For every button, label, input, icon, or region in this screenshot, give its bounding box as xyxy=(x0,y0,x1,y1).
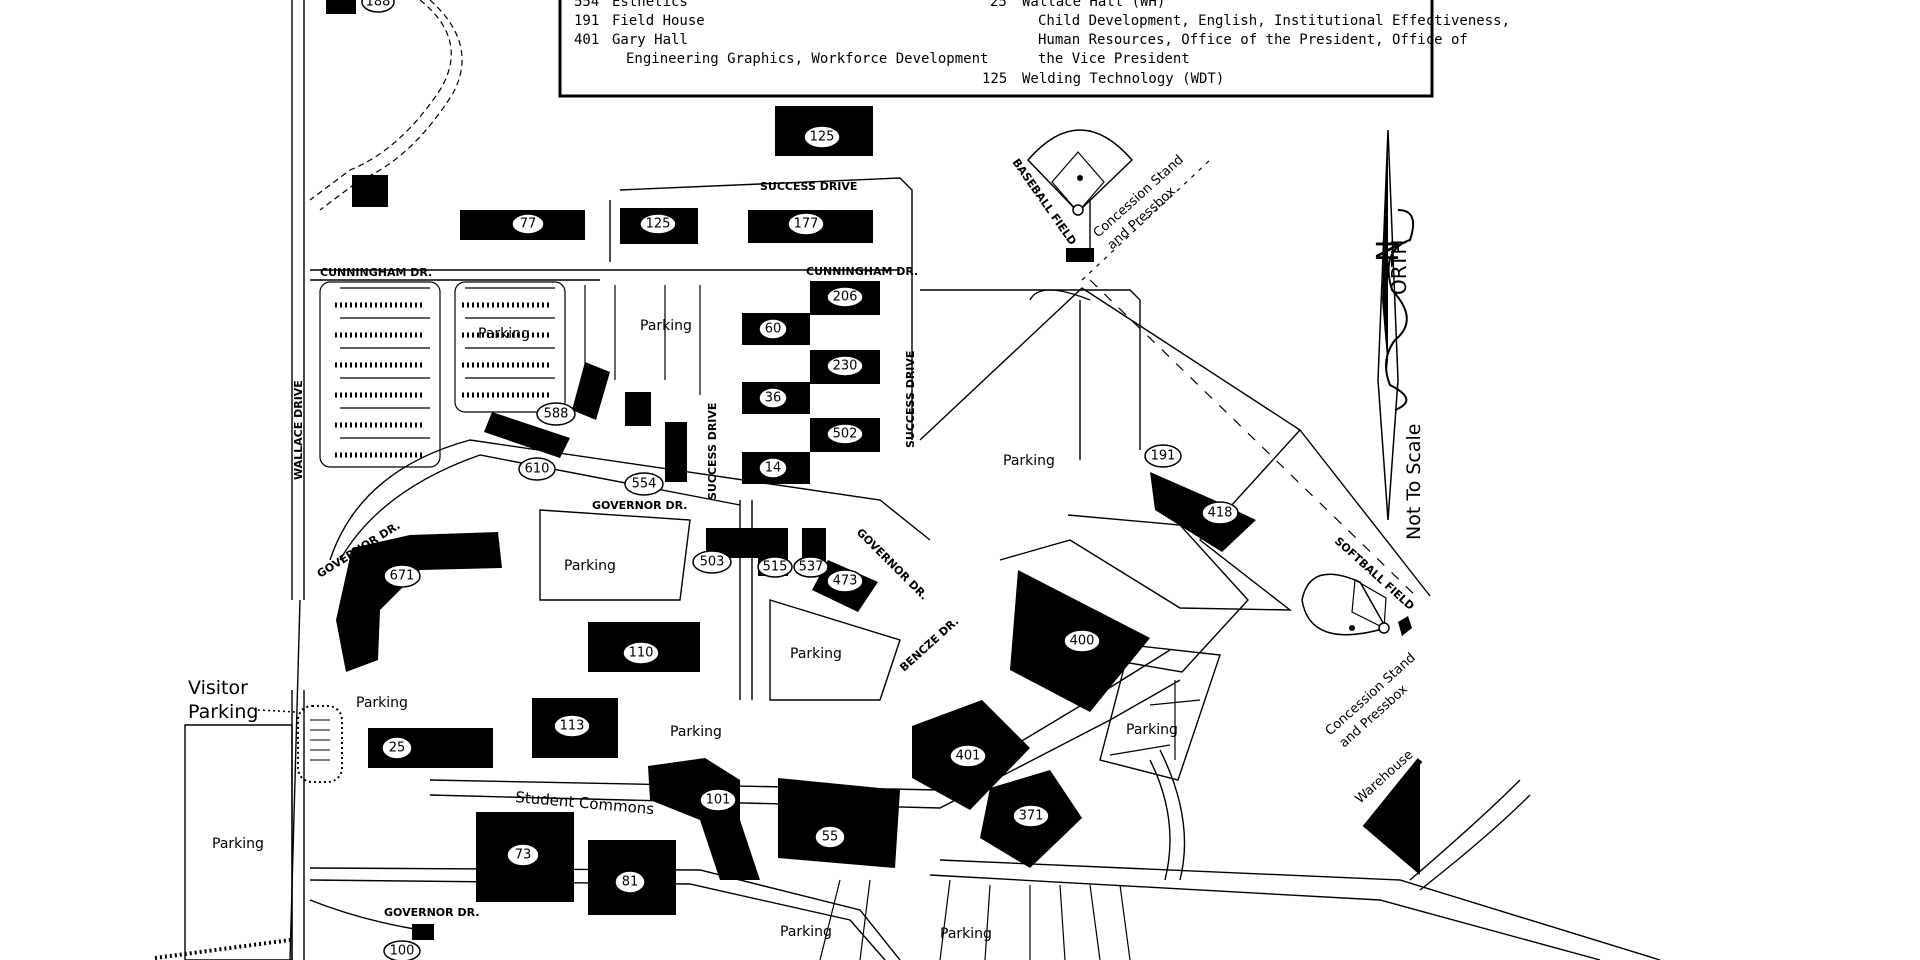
building-number: 101 xyxy=(706,793,731,808)
road-network xyxy=(289,0,1661,960)
legend-name: Field House xyxy=(612,13,705,29)
parking-lot-outline xyxy=(769,599,901,701)
road-label: CUNNINGHAM DR. xyxy=(806,265,918,278)
building-number: 588 xyxy=(544,407,569,422)
road-label: GOVERNOR DR. xyxy=(384,906,479,919)
building-number: 401 xyxy=(956,749,981,764)
road-label: CUNNINGHAM DR. xyxy=(320,266,432,279)
parking-lot-outline xyxy=(184,724,293,960)
parking-label: Parking xyxy=(564,558,616,574)
parking-label: Parking xyxy=(478,326,530,342)
warehouse-building xyxy=(1365,760,1420,875)
parking-label: Parking xyxy=(1126,722,1178,738)
visitor-parking-stripes xyxy=(310,719,330,761)
legend-num: 125 xyxy=(982,71,1007,87)
building-number: 230 xyxy=(833,359,858,374)
parking-label: Parking xyxy=(356,695,408,711)
building-number: 610 xyxy=(525,462,550,477)
legend-name: Gary Hall xyxy=(612,32,688,48)
railroad xyxy=(154,938,291,960)
visitor-pointer xyxy=(257,709,297,713)
building-number: 554 xyxy=(632,477,657,492)
road-label: WALLACE DRIVE xyxy=(292,380,305,480)
parking-label: Parking xyxy=(640,318,692,334)
parking-label: Parking xyxy=(940,926,992,942)
road-label: BENCZE DR. xyxy=(897,615,961,675)
softball-field xyxy=(1301,573,1412,636)
building-number: 113 xyxy=(560,719,585,734)
parking-lot-outline xyxy=(919,287,1302,611)
road-label: SUCCESS DRIVE xyxy=(760,180,857,193)
building-number: 36 xyxy=(765,391,782,406)
building-number: 110 xyxy=(629,646,654,661)
building-number: 206 xyxy=(833,290,858,305)
north-label: ORTH xyxy=(1387,240,1411,295)
parking-label: Parking xyxy=(670,724,722,740)
parking-label: Parking xyxy=(790,646,842,662)
building-number: 418 xyxy=(1208,506,1233,521)
building-number: 77 xyxy=(520,217,537,232)
road-label: SUCCESS DRIVE xyxy=(706,403,719,500)
buildings xyxy=(326,0,1256,940)
building-number: 60 xyxy=(765,322,782,337)
parking-label: Parking xyxy=(780,924,832,940)
building-number: 25 xyxy=(389,741,406,756)
legend-name: Child Development, English, Institutiona… xyxy=(1038,13,1510,29)
building-number: 177 xyxy=(794,217,819,232)
building-number: 191 xyxy=(1151,449,1176,464)
parking-stripes xyxy=(319,281,1201,960)
building-number: 73 xyxy=(515,848,532,863)
trail-path xyxy=(319,0,463,211)
parking-lot-outline xyxy=(1299,429,1431,597)
warehouse-building xyxy=(1362,758,1423,830)
building-number: 371 xyxy=(1019,809,1044,824)
building-number: 537 xyxy=(799,560,824,575)
road-label: GOVERNOR DR. xyxy=(592,499,687,512)
building-number: 671 xyxy=(390,569,415,584)
legend-num: 191 xyxy=(574,13,599,29)
building-number: 100 xyxy=(390,944,415,959)
building-number: 515 xyxy=(763,560,788,575)
visitor-parking-label: Visitor xyxy=(188,677,248,699)
legend-name: Human Resources, Office of the President… xyxy=(1038,32,1468,48)
baseball-field xyxy=(1026,129,1134,262)
trail-path xyxy=(309,0,452,201)
parking-lot-outline xyxy=(1067,514,1249,673)
legend-name: Esthetics xyxy=(612,0,688,10)
visitor-parking-lot xyxy=(297,705,343,783)
building-number: 14 xyxy=(765,461,782,476)
scale-note: Not To Scale xyxy=(1403,424,1425,541)
building-labels: 188 125 77 125 177 206 60 230 36 502 14 … xyxy=(361,0,1239,960)
building-number: 125 xyxy=(646,217,671,232)
parking-lot-outline xyxy=(539,509,691,601)
building-number: 400 xyxy=(1070,634,1095,649)
building-number: 188 xyxy=(366,0,391,10)
legend-name: Engineering Graphics, Workforce Developm… xyxy=(626,51,988,67)
parking-label: Parking xyxy=(1003,453,1055,469)
parking-label: Parking xyxy=(212,836,264,852)
legend-panel: 554 Esthetics 191 Field House 401 Gary H… xyxy=(558,0,1510,98)
legend-name: the Vice President xyxy=(1038,51,1190,67)
building-number: 81 xyxy=(622,875,639,890)
north-arrow xyxy=(1377,129,1414,521)
visitor-parking-label: Parking xyxy=(188,701,258,723)
fence-line xyxy=(1089,279,1421,601)
legend-num: 25 xyxy=(990,0,1007,10)
parking-lot-outline xyxy=(1099,644,1221,781)
north-initial: N xyxy=(1371,240,1406,262)
legend-num: 554 xyxy=(574,0,599,10)
building-number: 125 xyxy=(810,130,835,145)
road-label: SUCCESS DRIVE xyxy=(904,351,917,448)
building-number: 503 xyxy=(700,555,725,570)
legend-num: 401 xyxy=(574,32,599,48)
legend-name: Welding Technology (WDT) xyxy=(1022,71,1224,87)
legend-name: Wallace Hall (WH) xyxy=(1022,0,1165,10)
building-number: 55 xyxy=(822,830,839,845)
building-number: 473 xyxy=(833,574,858,589)
building-number: 502 xyxy=(833,427,858,442)
